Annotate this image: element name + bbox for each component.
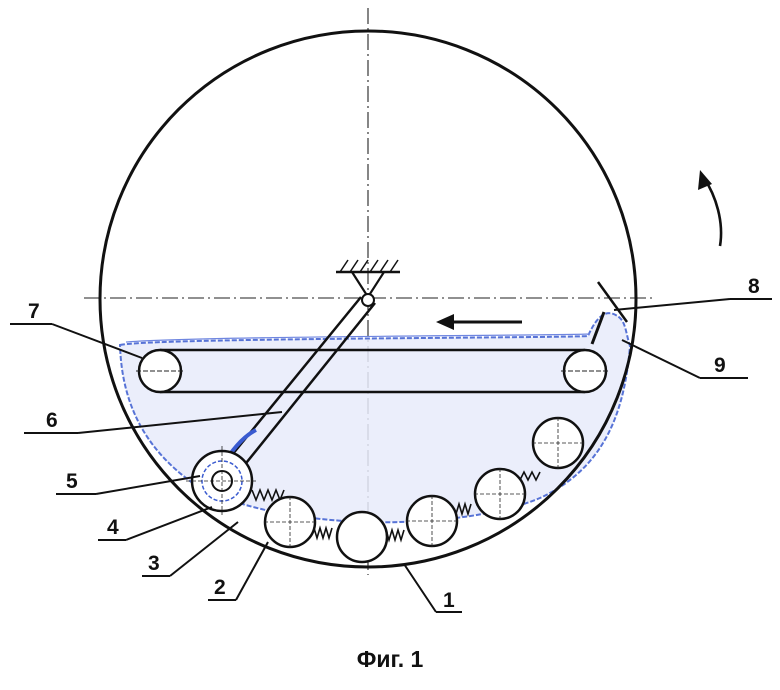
rotation-arrow [698, 170, 721, 246]
flow-arrow [436, 314, 522, 330]
pivot-hatch [340, 260, 398, 272]
label-1: 1 [443, 590, 455, 611]
spring [314, 528, 332, 538]
ball [337, 512, 387, 562]
lever-pivot [362, 294, 374, 306]
label-5: 5 [66, 471, 78, 492]
label-2: 2 [214, 577, 226, 598]
label-8: 8 [748, 276, 760, 297]
label-6: 6 [46, 410, 58, 431]
label-9: 9 [714, 355, 726, 376]
label-3: 3 [148, 553, 160, 574]
figure-caption: Фиг. 1 [0, 646, 780, 673]
label-4: 4 [107, 517, 119, 538]
label-7: 7 [28, 301, 40, 322]
spring [386, 530, 404, 540]
